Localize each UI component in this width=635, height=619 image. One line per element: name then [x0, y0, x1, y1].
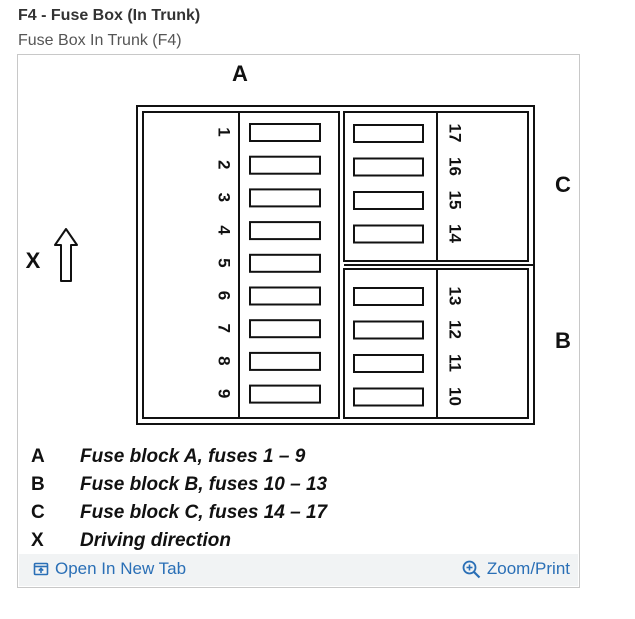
- block-b-label: B: [555, 328, 571, 353]
- fuse-number: 4: [215, 225, 234, 235]
- image-caption: Fuse Box In Trunk (F4): [18, 32, 182, 49]
- fuse-number: 1: [215, 127, 234, 136]
- fuse-number: 6: [215, 291, 234, 300]
- fuse-slot: [353, 387, 424, 407]
- fuse-number: 3: [215, 193, 234, 202]
- fuse-slot: [353, 224, 424, 244]
- legend-key-b: B: [31, 474, 45, 495]
- zoom-print-button[interactable]: Zoom/Print: [462, 559, 570, 579]
- direction-label: X: [26, 248, 41, 273]
- fuse-number: 9: [215, 389, 234, 398]
- page-title: F4 - Fuse Box (In Trunk): [18, 7, 201, 24]
- fuse-slot: [249, 319, 321, 339]
- image-toolbar: Open In New Tab Zoom/Print: [19, 554, 578, 586]
- fuse-slot: [353, 157, 424, 177]
- fuse-slot: [249, 123, 321, 142]
- fuse-block-a: 1 2 3 4 5 6 7 8 9: [215, 123, 321, 404]
- fuse-slot: [353, 287, 424, 306]
- legend-key-c: C: [31, 502, 45, 523]
- fuse-slot: [353, 191, 424, 210]
- open-in-new-tab-label: Open In New Tab: [55, 559, 187, 578]
- legend-text-c: Fuse block C, fuses 14 – 17: [80, 502, 329, 523]
- legend-key-a: A: [31, 446, 45, 467]
- fuse-number: 13: [446, 287, 465, 306]
- fuse-slot: [249, 351, 321, 371]
- fuse-number: 2: [215, 160, 234, 169]
- fuse-block-b: 13 12 11 10: [353, 287, 465, 407]
- open-in-new-tab-icon: [33, 561, 49, 577]
- legend-key-x: X: [31, 530, 44, 551]
- zoom-print-label: Zoom/Print: [486, 559, 570, 578]
- open-in-new-tab-button[interactable]: Open In New Tab: [33, 559, 186, 579]
- fuse-number: 12: [446, 320, 465, 339]
- fuse-number: 11: [446, 354, 465, 372]
- arrow-up-icon: [54, 228, 78, 282]
- block-a-label: A: [232, 61, 248, 86]
- fuse-block-a-outline: [142, 111, 340, 419]
- fuse-block-c: 17 16 15 14: [353, 124, 465, 244]
- legend-text-a: Fuse block A, fuses 1 – 9: [80, 446, 306, 467]
- fuse-slot: [353, 354, 424, 373]
- fuse-number: 5: [215, 258, 234, 267]
- fuse-slot: [353, 124, 424, 143]
- fuse-slot: [353, 320, 424, 340]
- fuse-slot: [249, 221, 321, 241]
- fuse-number: 10: [446, 387, 465, 406]
- fuse-number: 15: [446, 191, 465, 210]
- legend: A Fuse block A, fuses 1 – 9 B Fuse block…: [31, 446, 329, 551]
- fuse-slot: [249, 384, 321, 404]
- fuse-slot: [249, 286, 321, 306]
- fuse-number: 14: [446, 224, 465, 243]
- fuse-slot: [249, 188, 321, 208]
- fuse-number: 16: [446, 157, 465, 176]
- fuse-number: 17: [446, 124, 465, 143]
- legend-text-x: Driving direction: [80, 530, 231, 551]
- fuse-slot: [249, 155, 321, 175]
- block-c-label: C: [555, 172, 571, 197]
- zoom-in-icon: [462, 560, 481, 579]
- fuse-slot: [249, 253, 321, 273]
- fuse-number: 7: [215, 323, 234, 332]
- legend-text-b: Fuse block B, fuses 10 – 13: [80, 474, 328, 495]
- fuse-number: 8: [215, 356, 234, 365]
